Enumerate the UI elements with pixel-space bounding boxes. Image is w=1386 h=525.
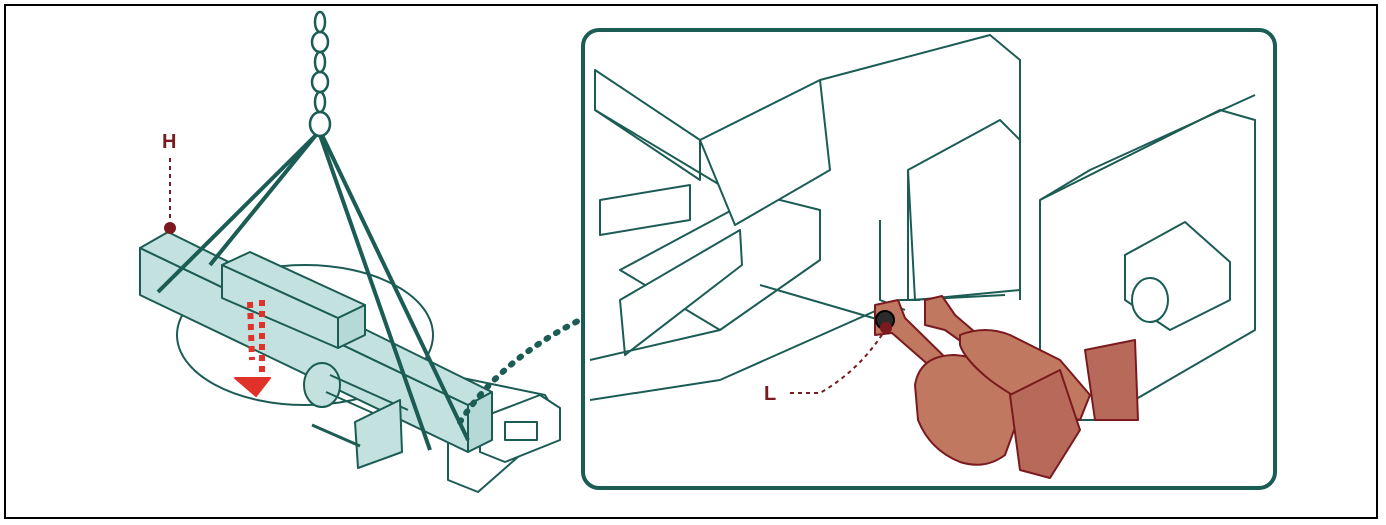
push-plate — [355, 400, 402, 468]
label-h: H — [162, 131, 176, 154]
bracket-slot — [505, 422, 537, 440]
cylinder-end — [304, 363, 340, 407]
guide-rail — [312, 425, 360, 446]
callout-h — [165, 158, 175, 233]
label-l: L — [764, 383, 776, 406]
chain-icon — [310, 12, 330, 136]
